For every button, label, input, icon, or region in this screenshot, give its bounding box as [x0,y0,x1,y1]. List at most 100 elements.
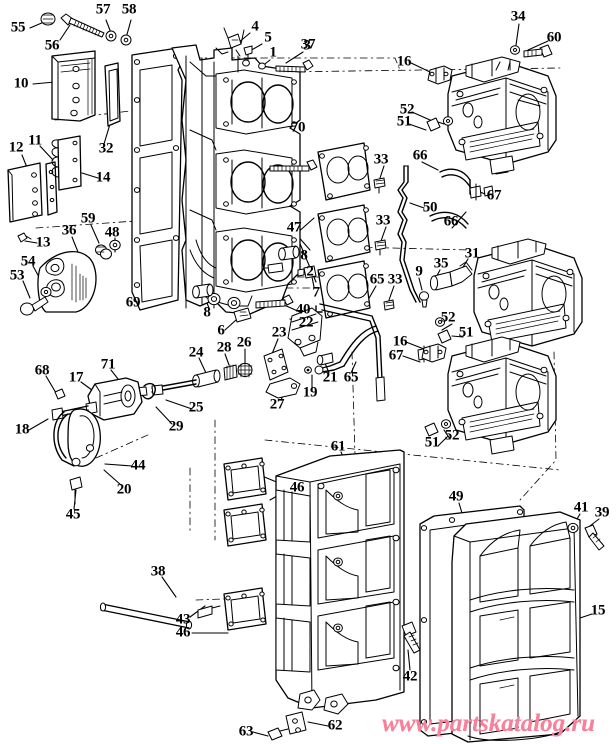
callout-38: 38 [150,563,166,580]
callout-23: 23 [271,324,287,341]
part-27-arm [265,377,301,399]
part-12-plate [7,162,43,223]
part-56-bolt [60,13,105,38]
callout-55: 55 [10,19,26,36]
part-51b-52b [434,317,452,344]
callout-11: 11 [28,132,42,149]
part-70-bolt [269,159,318,172]
callout-42: 42 [402,668,418,685]
callout-41: 41 [573,499,589,516]
callout-22: 22 [298,314,314,331]
site-watermark: www.partskatalog.ru [382,710,596,737]
callout-32: 32 [98,140,114,157]
callout-9: 9 [415,263,423,280]
carburetor-upper [447,56,557,175]
callout-46b: 46 [175,624,191,641]
callout-29: 29 [168,418,184,435]
callout-59: 59 [80,210,96,227]
carburetor-middle [473,238,583,347]
callout-43: 43 [175,611,191,628]
callout-68: 68 [34,362,50,379]
callout-53: 53 [9,267,25,284]
callout-45: 45 [65,506,81,523]
bore-2 [215,149,297,215]
part-8a-bushing [278,245,300,261]
callout-16a: 16 [396,53,412,70]
callout-5: 5 [264,29,272,46]
gasket-b [317,204,371,263]
callout-31: 31 [464,245,480,262]
part-62-anchor [285,711,307,735]
part-15-cover [451,511,581,743]
part-51a-52a [426,116,454,132]
callout-44: 44 [130,457,146,474]
part-59-grommet [95,244,112,260]
part-60-bolt [523,44,553,58]
callout-50: 50 [422,199,438,216]
callout-7: 7 [312,284,320,301]
callout-14: 14 [95,169,111,186]
callout-48: 48 [104,224,120,241]
callout-51a: 51 [396,113,412,130]
gasket-46a [223,457,267,501]
part-21-bushing [316,352,334,366]
callout-67a: 67 [486,187,502,204]
part-10-cover [51,50,96,122]
part-14-reed-block [51,135,82,191]
gasket-c [317,260,371,319]
callout-70: 70 [290,119,306,136]
callout-33b: 33 [375,212,391,229]
callout-61: 61 [330,438,346,455]
part-48-washer [109,239,121,251]
part-23-plate [263,348,289,381]
callout-20: 20 [116,481,132,498]
part-33c-screw [383,299,395,311]
part-16a-bracket [427,65,453,85]
callout-54: 54 [20,253,36,270]
callout-6: 6 [217,322,225,339]
bore-1 [215,69,297,135]
callout-1: 1 [269,44,277,61]
callout-37: 37 [300,36,316,53]
part-44-bracket [67,408,101,467]
callout-12: 12 [8,139,24,156]
callout-58: 58 [121,1,137,18]
gasket-46c [223,587,267,631]
callout-69: 69 [125,294,141,311]
part-54-washer [40,286,52,298]
callout-21: 21 [322,369,338,386]
callout-4: 4 [251,18,259,35]
callout-8a: 8 [300,247,308,264]
callout-60: 60 [546,29,562,46]
part-18-cable [53,411,75,467]
part-33b-screw [374,239,387,256]
part-57-washer [105,30,117,42]
callout-63: 63 [238,723,254,740]
callout-24: 24 [188,344,204,361]
part-11-reed-strip [45,161,58,216]
part-66b-hose [429,211,469,229]
callout-52c: 52 [444,427,460,444]
part-58-washer [120,34,132,46]
part-3-bolt [275,59,314,73]
gasket-46b [223,503,267,547]
part-61-manifold [275,449,405,715]
part-38-rod [99,602,193,630]
callout-52b: 52 [440,309,456,326]
part-40-bolt [255,294,294,309]
part-28-spring [223,364,238,381]
part-50-rod [397,165,421,303]
callout-57: 57 [95,1,111,18]
part-46-gaskets [223,457,267,631]
callout-26: 26 [236,334,252,351]
callout-46a: 46 [289,479,305,496]
part-25-rod [151,379,197,396]
callout-35: 35 [433,255,449,272]
callout-3: 3 [303,37,311,54]
callout-15: 15 [590,602,606,619]
callout-66b: 66 [443,213,459,230]
part-51c-52c [424,419,452,437]
gasket-a [317,142,371,201]
part-66a-hose [439,168,475,195]
callout-18: 18 [14,421,30,438]
